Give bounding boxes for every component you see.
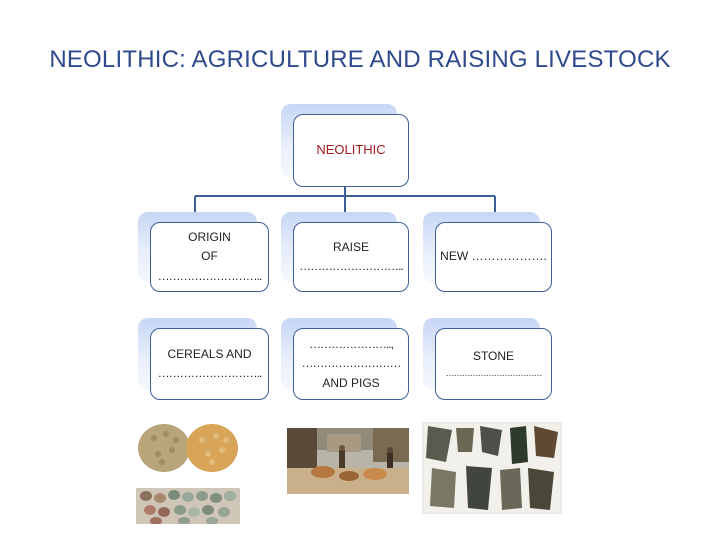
animals-line3: AND PIGS (322, 375, 380, 390)
origin-card: ORIGIN OF ……………………….. (138, 212, 269, 292)
cereals-card: CEREALS AND ……………………….. (138, 318, 269, 400)
stone-blank: ……………………………… (445, 368, 543, 379)
animals-blank1: ………………….., (308, 337, 394, 352)
new-card: NEW ………………. (423, 212, 552, 292)
beans-photo (136, 488, 240, 524)
neolithic-root-card: NEOLITHIC (281, 104, 409, 187)
origin-line1: ORIGIN (188, 230, 231, 245)
page-title: NEOLITHIC: AGRICULTURE AND RAISING LIVES… (49, 46, 671, 73)
raise-line1: RAISE (332, 239, 369, 254)
new-line1: NEW ………………. (440, 249, 547, 264)
animals-blank2: ……………………… (301, 356, 402, 371)
root-label: NEOLITHIC (316, 142, 386, 158)
cereals-line1: CEREALS AND (167, 346, 252, 361)
cereals-blank: ……………………….. (157, 366, 263, 380)
raise-card: RAISE ……………………….. (281, 212, 409, 292)
origin-line2: OF (201, 249, 218, 264)
origin-blank: ……………………….. (157, 268, 263, 283)
stone-card: STONE ……………………………… (423, 318, 552, 400)
stone-line1: STONE (472, 349, 515, 364)
livestock-photo (287, 428, 409, 494)
animals-card: ………………….., ……………………… AND PIGS (281, 318, 409, 400)
grains-photo (136, 410, 240, 486)
stone-tools-photo (422, 422, 562, 514)
raise-blank: ……………………….. (299, 259, 404, 273)
